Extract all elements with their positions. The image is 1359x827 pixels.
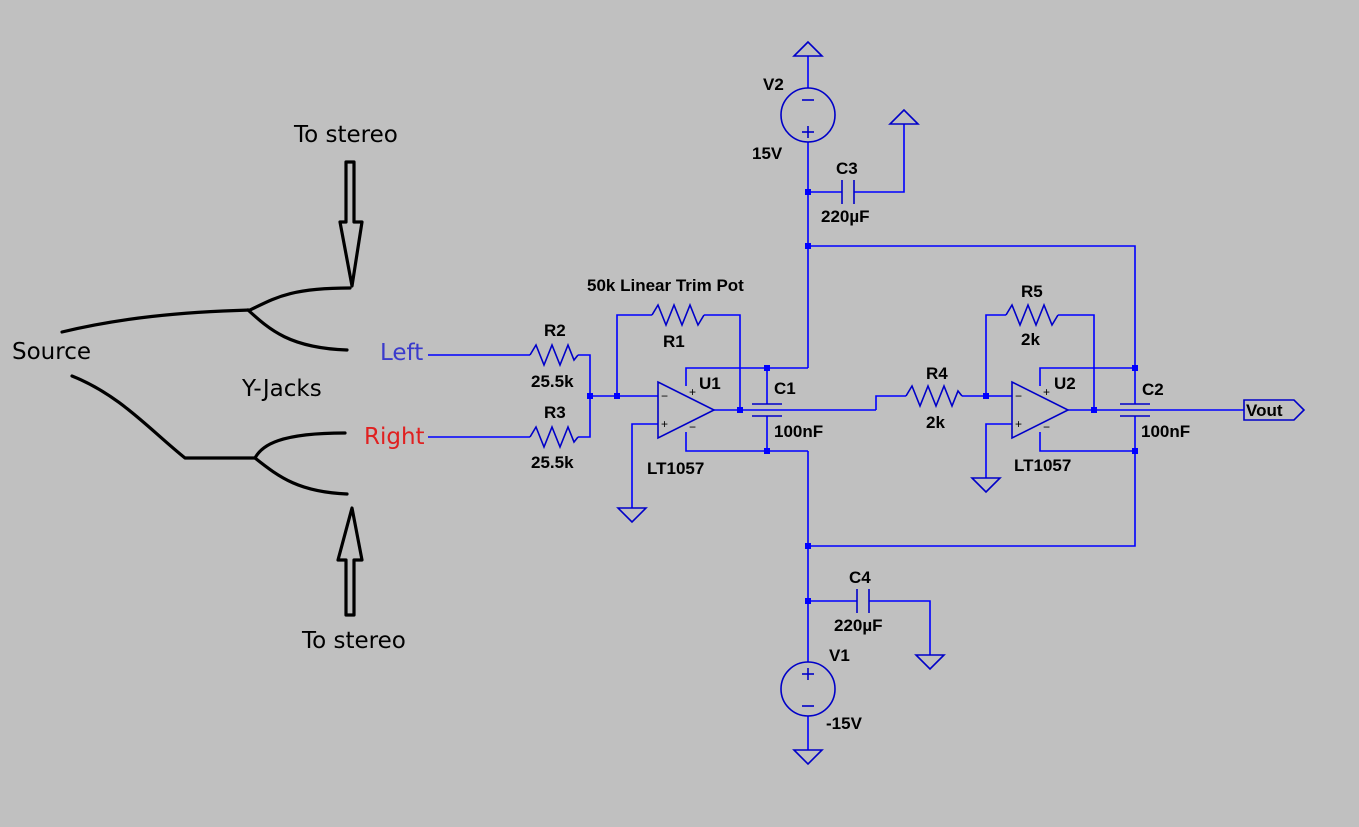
resistor-r1-trim-pot [651,302,705,328]
stage2-wires [875,314,1244,478]
r1-name: R1 [663,332,685,351]
supply-wires [807,56,1136,750]
hand-drawn-sketch [60,160,364,617]
u2-vminus-pin: − [1043,420,1050,434]
resistor-r2 [529,342,579,368]
arrow-down-icon [338,160,364,288]
ground-icon [914,654,946,671]
c2-value: 100nF [1141,422,1190,441]
capacitor-c1 [752,403,782,417]
source-bottom-branch [253,456,349,496]
u1-vminus-pin: − [689,420,696,434]
ground-icon [792,749,824,766]
v2-value: 15V [752,144,783,163]
source-bottom-cable [70,374,347,460]
r3-name: R3 [544,403,566,422]
capacitor-c2 [1120,403,1150,417]
u2-minus-pin: − [1015,389,1022,403]
u1-name: U1 [699,374,721,393]
input-wires [428,354,617,438]
c3-value: 220µF [821,207,870,226]
arrow-up-icon [336,506,364,617]
source-top-cable [60,286,352,334]
r2-value: 25.5k [531,372,574,391]
r1-title: 50k Linear Trim Pot [587,276,744,295]
opamp-u2 [1011,380,1070,440]
c4-value: 220µF [834,616,883,635]
u1-model: LT1057 [647,459,704,478]
v1-name: V1 [829,646,850,665]
c4-name: C4 [849,568,871,587]
vout-port-flag [1243,399,1306,421]
r4-name: R4 [926,364,948,383]
u1-minus-pin: − [661,389,668,403]
c3-name: C3 [836,159,858,178]
v1-value: -15V [826,714,863,733]
right-label: Right [364,424,425,450]
junction-dots [587,189,1138,604]
vout-label: Vout [1246,401,1283,420]
y-jacks-label: Y-Jacks [241,376,322,402]
u1-vplus-pin: + [689,385,696,399]
capacitor-c3 [841,180,855,204]
vcc-arrow-icon [792,40,824,57]
resistor-r5 [1005,302,1059,328]
capacitor-c4 [856,589,870,613]
vcc-arrow-icon [888,108,920,125]
source-top-branch [246,308,349,352]
voltage-source-v2 [780,87,836,143]
r3-value: 25.5k [531,453,574,472]
ground-icon [616,507,648,524]
stage1-wires [616,314,876,508]
u2-model: LT1057 [1014,456,1071,475]
c1-name: C1 [774,379,796,398]
resistor-r3 [529,424,579,450]
to-stereo-bottom-label: To stereo [301,628,406,654]
resistor-r4 [905,383,963,409]
c2-name: C2 [1142,380,1164,399]
v2-name: V2 [763,75,784,94]
r5-name: R5 [1021,282,1043,301]
u2-name: U2 [1054,374,1076,393]
r4-value: 2k [926,413,945,432]
left-label: Left [380,340,423,366]
c1-value: 100nF [774,422,823,441]
opamp-u1 [657,380,716,440]
to-stereo-top-label: To stereo [293,122,398,148]
u2-vplus-pin: + [1043,385,1050,399]
ground-icon [970,477,1002,494]
r2-name: R2 [544,321,566,340]
r5-value: 2k [1021,330,1040,349]
u1-plus-pin: + [661,417,668,431]
source-label: Source [12,339,91,365]
voltage-source-v1 [780,661,836,717]
u2-plus-pin: + [1015,417,1022,431]
